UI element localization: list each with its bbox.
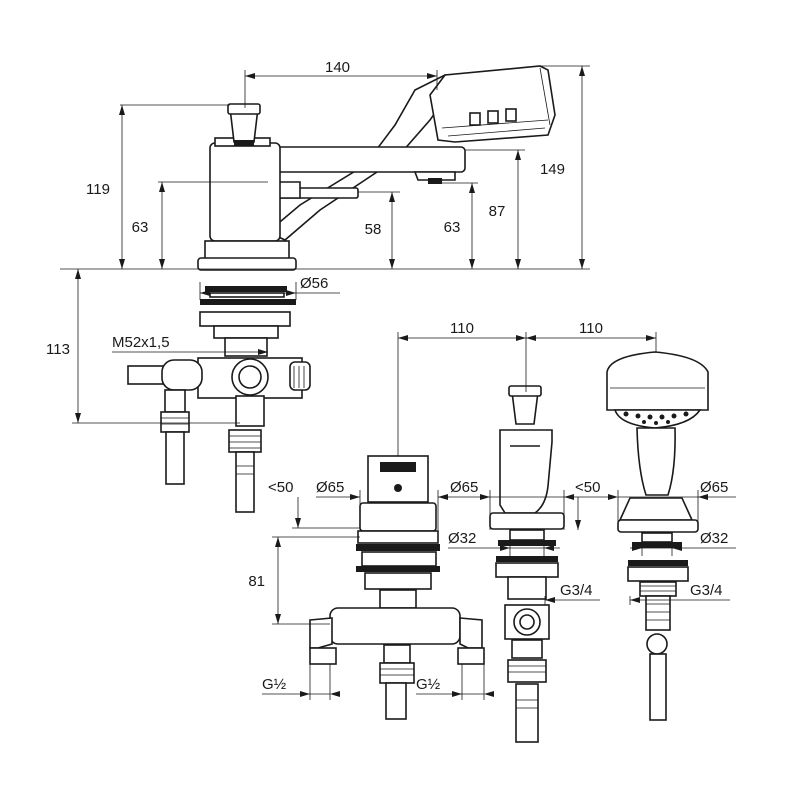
faucet-side-view [127, 65, 556, 513]
dim-thread-m52: M52x1,5 [112, 334, 170, 351]
dim-87: 87 [489, 203, 506, 220]
mixer-unit [309, 455, 485, 720]
dim-140: 140 [325, 59, 350, 76]
dim-max-50-right: <50 [575, 479, 600, 496]
dim-max-50-left: <50 [268, 479, 293, 496]
dim-thread-g34-b: G3/4 [690, 582, 723, 599]
dim-58: 58 [365, 221, 382, 238]
dim-110-right: 110 [579, 320, 603, 337]
dim-diameter-32-a: Ø32 [448, 530, 476, 547]
dim-149: 149 [540, 161, 565, 178]
dim-thread-g12-b: G½ [416, 676, 441, 693]
dimension-labels: 140 119 63 58 63 87 149 Ø56 113 M52x1,5 … [46, 59, 728, 693]
dim-63-right: 63 [444, 219, 461, 236]
dim-thread-g34-a: G3/4 [560, 582, 593, 599]
shower-holder [606, 351, 709, 721]
dim-63-left: 63 [132, 219, 149, 236]
dim-thread-g12-a: G½ [262, 676, 287, 693]
dim-119: 119 [86, 181, 110, 198]
dim-diameter-65-a: Ø65 [316, 479, 344, 496]
dim-110-left: 110 [450, 320, 474, 337]
dim-diameter-56: Ø56 [300, 275, 328, 292]
dimension-arrows [75, 66, 708, 697]
dim-113: 113 [46, 341, 70, 358]
dim-diameter-65-b: Ø65 [450, 479, 478, 496]
dim-diameter-65-c: Ø65 [700, 479, 728, 496]
dim-diameter-32-b: Ø32 [700, 530, 728, 547]
dim-81: 81 [248, 573, 265, 590]
lever-valve [489, 385, 565, 743]
